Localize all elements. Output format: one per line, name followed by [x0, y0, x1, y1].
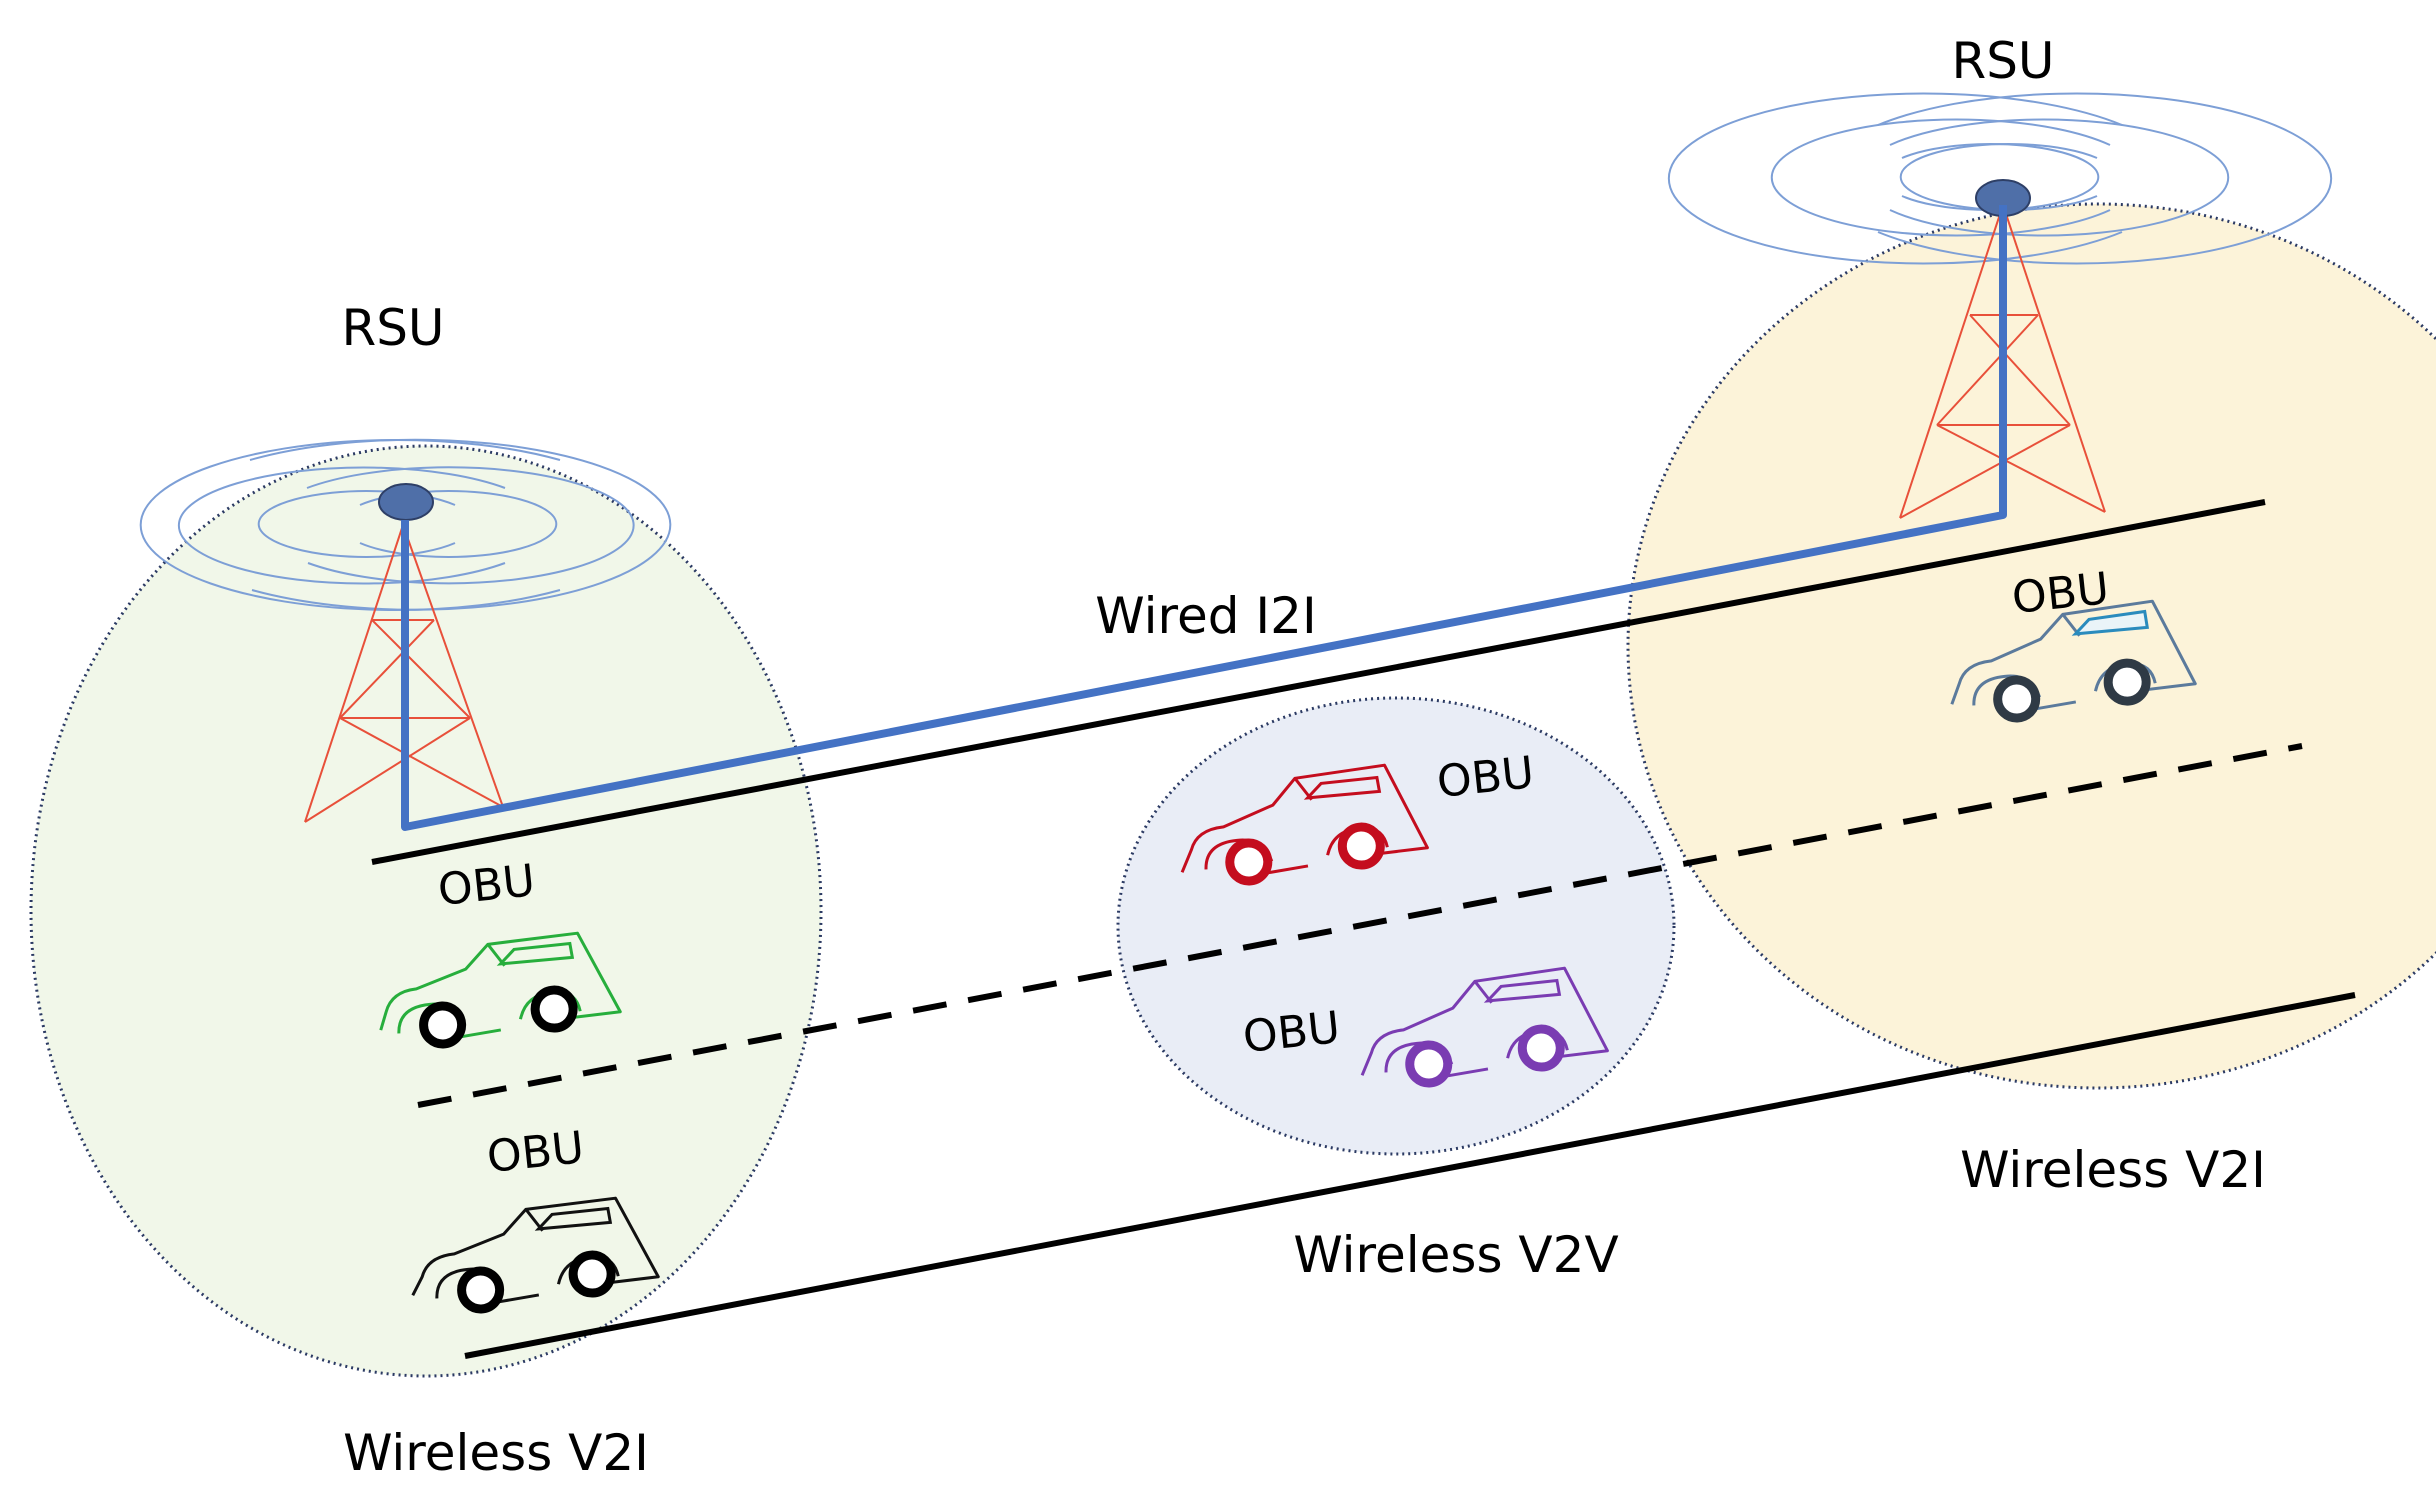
obu-label-blue-gray: OBU — [2010, 563, 2112, 624]
wired-i2i-link — [401, 205, 2007, 831]
obu-label-purple: OBU — [1241, 1002, 1343, 1063]
road-top-edge — [371, 499, 2266, 865]
car-blue-gray — [1950, 599, 2197, 723]
car-icon — [411, 1196, 660, 1314]
obu-label-black: OBU — [485, 1122, 587, 1183]
wireless-v2i-left-label: Wireless V2I — [343, 1424, 649, 1482]
road-lane-divider — [417, 743, 2303, 1108]
car-icon — [1950, 599, 2197, 723]
car-purple — [1360, 966, 1609, 1088]
road — [371, 499, 2356, 1359]
obu-label-red: OBU — [1435, 747, 1537, 808]
car-green — [379, 931, 622, 1049]
car-icon — [1360, 966, 1609, 1088]
car-black — [411, 1196, 660, 1314]
coverage-zone-right — [1626, 202, 2436, 1090]
wireless-v2v-label: Wireless V2V — [1293, 1226, 1618, 1284]
car-icon — [1180, 763, 1429, 886]
rsu-right-label: RSU — [1951, 32, 2054, 90]
car-red — [1180, 763, 1429, 886]
signal-rings-icon — [139, 438, 672, 611]
coverage-zone-v2v — [1116, 696, 1676, 1156]
car-icon — [379, 931, 622, 1049]
rsu-left-label: RSU — [341, 299, 444, 357]
coverage-zone-left — [29, 444, 823, 1378]
obu-label-green: OBU — [436, 855, 538, 916]
antenna-node — [378, 483, 434, 521]
wireless-v2i-right-label: Wireless V2I — [1960, 1141, 2266, 1199]
wired-i2i-label: Wired I2I — [1095, 587, 1316, 645]
rsu-right: RSU — [1667, 32, 2333, 519]
road-bottom-edge — [464, 992, 2356, 1359]
